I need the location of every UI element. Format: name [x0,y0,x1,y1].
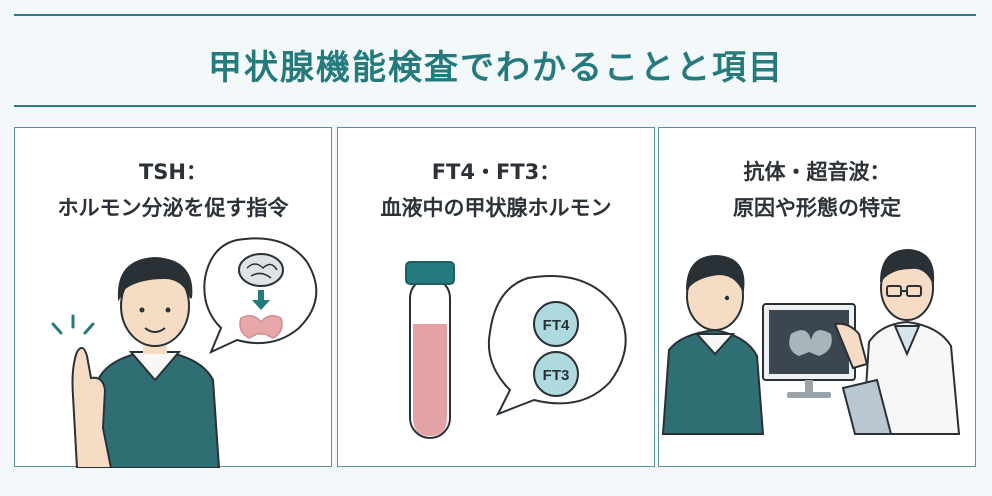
man-figure [71,256,221,468]
ft4-badge: FT4 [533,301,579,347]
patient-figure [661,254,765,435]
ft4-label: FT4 [543,317,570,334]
panel-tsh: TSH： ホルモン分泌を促す指令 [14,127,332,468]
panel-tsh-heading: TSH： [138,160,208,184]
panel-ft: FT4・FT3： 血液中の甲状腺ホルモン FT4 FT3 [337,127,655,467]
thyroid-icon [239,315,283,339]
antibody-illustration [661,248,961,435]
tsh-illustration [51,237,318,468]
page-title: 甲状腺機能検査でわかることと項目 [208,48,784,88]
ultrasound-monitor [762,303,856,398]
ft-illustration: FT4 FT3 [405,261,627,439]
clipboard-icon [841,378,893,435]
ft3-badge: FT3 [533,351,579,397]
panel-antibody: 抗体・超音波： 原因や形態の特定 [658,127,976,467]
top-rule [14,14,976,16]
panel-ft-heading: FT4・FT3： [431,160,561,184]
bottom-rule [14,105,976,107]
test-tube-icon [405,261,455,439]
panel-antibody-subheading: 原因や形態の特定 [733,196,901,220]
panel-tsh-subheading: ホルモン分泌を促す指令 [57,196,289,220]
arrow-down-icon [252,290,270,310]
spark-icon [51,314,95,335]
doctor-figure [833,248,961,435]
ft3-label: FT3 [543,367,570,384]
panel-antibody-heading: 抗体・超音波： [743,160,891,184]
panel-ft-subheading: 血液中の甲状腺ホルモン [380,196,612,220]
brain-icon [238,253,284,287]
